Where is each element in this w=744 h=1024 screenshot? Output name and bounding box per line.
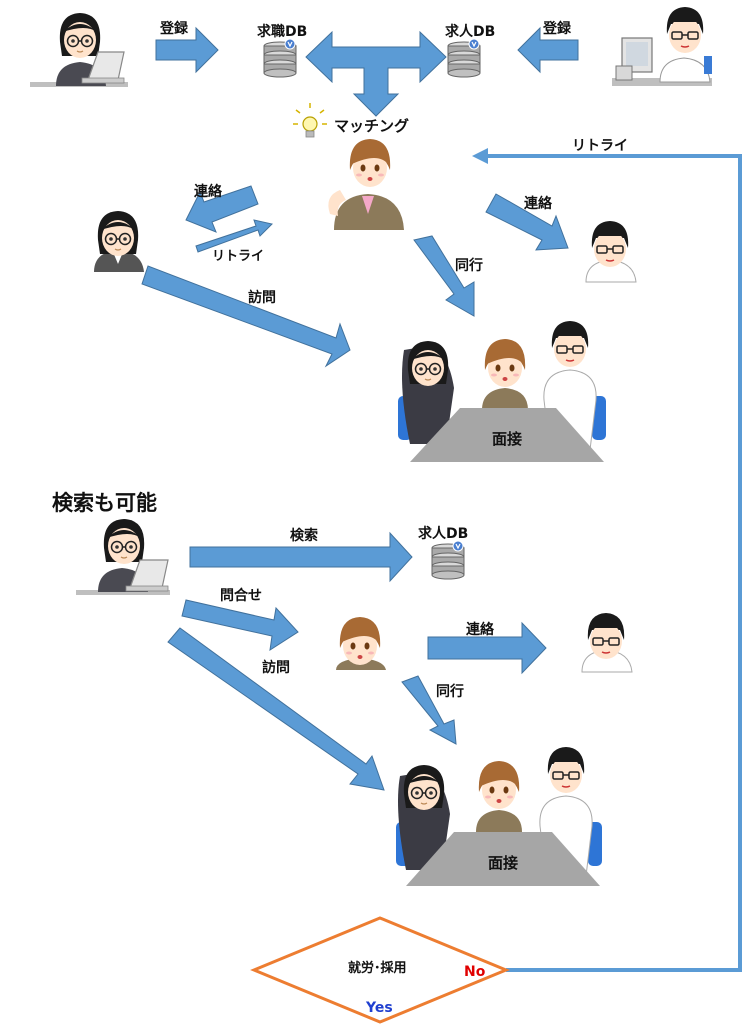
decision-diamond	[250, 916, 510, 1024]
label-accompany-top: 同行	[455, 257, 483, 274]
label-contact-right: 連絡	[524, 195, 553, 212]
employer-character	[585, 220, 637, 283]
arrow-inquiry	[181, 599, 299, 652]
db-jobseeker-icon	[263, 38, 297, 78]
interview-scene-bottom	[396, 746, 602, 886]
arrow-contact-left	[185, 185, 259, 233]
label-visit-top: 訪問	[248, 289, 276, 306]
jobseeker-character	[94, 210, 144, 272]
arrow-register-right	[517, 26, 579, 74]
jobseeker-with-laptop	[30, 12, 128, 87]
arrow-contact-right	[485, 193, 569, 251]
db-jobs-icon	[447, 38, 481, 78]
label-matching: マッチング	[334, 117, 409, 135]
heading-search-possible: 検索も可能	[52, 491, 157, 515]
arrow-accompany-bottom	[401, 675, 457, 745]
db-jobs-bottom-icon	[431, 540, 465, 580]
decision-label: 就労･採用	[348, 960, 407, 976]
label-interview-bottom: 面接	[488, 854, 518, 872]
label-db-jobs: 求人DB	[445, 23, 495, 40]
arrow-register-left	[155, 26, 219, 74]
arrow-db-merge	[305, 30, 447, 117]
employer-character-bottom	[581, 612, 633, 673]
agent-character	[328, 139, 404, 230]
arrow-visit-top	[141, 265, 351, 368]
interview-scene-top	[398, 320, 606, 462]
label-register-right: 登録	[542, 20, 572, 37]
arrow-accompany-top	[413, 235, 475, 317]
label-db-jobs-bottom: 求人DB	[418, 525, 468, 542]
arrow-visit-bottom	[167, 627, 385, 791]
label-visit-bottom: 訪問	[262, 659, 290, 676]
label-inquiry: 問合せ	[220, 587, 262, 604]
label-db-jobseeker: 求職DB	[257, 23, 307, 40]
arrow-retry-small	[195, 219, 273, 253]
decision-no: No	[464, 964, 486, 980]
retry-flow-line	[486, 154, 742, 972]
label-search: 検索	[290, 527, 318, 544]
label-accompany-bottom: 同行	[436, 683, 464, 700]
agent-character-bottom	[336, 617, 386, 670]
label-retry-small: リトライ	[212, 249, 264, 264]
retry-arrowhead	[472, 148, 488, 164]
label-retry-top: リトライ	[572, 138, 628, 154]
lightbulb-icon	[293, 103, 327, 138]
label-register-left: 登録	[159, 20, 189, 37]
label-contact-bottom: 連絡	[466, 621, 495, 638]
employer-at-computer	[612, 6, 712, 86]
jobseeker-with-laptop-bottom	[76, 518, 170, 595]
decision-yes: Yes	[365, 1000, 393, 1016]
arrow-search	[189, 531, 413, 583]
arrow-contact-bottom	[427, 621, 547, 675]
label-contact-left: 連絡	[194, 183, 223, 200]
label-interview-top: 面接	[492, 430, 522, 448]
